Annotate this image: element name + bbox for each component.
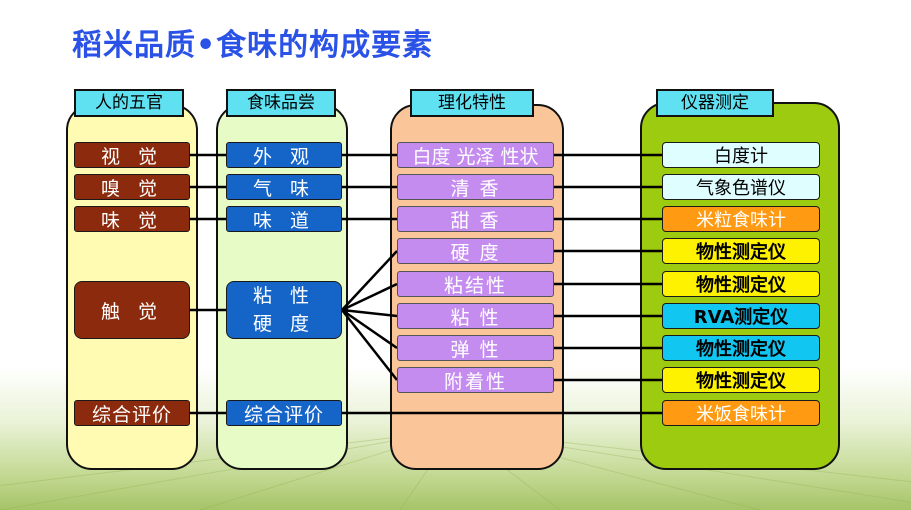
property-adhesiveness: 附着性	[397, 367, 554, 393]
tasting-appearance: 外 观	[226, 142, 342, 168]
sense-sight: 视 觉	[74, 142, 190, 168]
tasting-texture: 粘 性 硬 度	[226, 281, 342, 339]
property-fragrance: 清 香	[397, 174, 554, 200]
instrument-texture-analyzer-1: 物性测定仪	[662, 238, 820, 264]
instrument-rva: RVA测定仪	[662, 303, 820, 329]
instruments-header: 仪器测定	[656, 89, 774, 117]
properties-header: 理化特性	[410, 89, 534, 117]
property-elasticity: 弹 性	[397, 335, 554, 361]
instrument-grain-taste-analyzer: 米粒食味计	[662, 206, 820, 232]
page-title: 稻米品质•食味的构成要素	[72, 28, 434, 63]
sense-smell: 嗅 觉	[74, 174, 190, 200]
sense-overall: 综合评价	[74, 400, 190, 426]
sense-touch: 触 觉	[74, 281, 190, 339]
sense-taste: 味 觉	[74, 206, 190, 232]
instrument-texture-analyzer-3: 物性测定仪	[662, 335, 820, 361]
property-cohesiveness: 粘结性	[397, 271, 554, 297]
tasting-odor: 气 味	[226, 174, 342, 200]
instrument-texture-analyzer-4: 物性测定仪	[662, 367, 820, 393]
property-whiteness-gloss-shape: 白度 光泽 性状	[397, 142, 554, 168]
property-hardness: 硬 度	[397, 238, 554, 264]
tasting-flavor: 味 道	[226, 206, 342, 232]
property-stickiness: 粘 性	[397, 303, 554, 329]
senses-header: 人的五官	[74, 89, 184, 117]
tasting-header: 食味品尝	[226, 89, 336, 117]
tasting-overall: 综合评价	[226, 400, 342, 426]
instrument-texture-analyzer-2: 物性测定仪	[662, 271, 820, 297]
instrument-whiteness-meter: 白度计	[662, 142, 820, 168]
instrument-gas-chromatograph: 气象色谱仪	[662, 174, 820, 200]
instrument-cooked-rice-taste-analyzer: 米饭食味计	[662, 400, 820, 426]
property-sweet-aroma: 甜 香	[397, 206, 554, 232]
